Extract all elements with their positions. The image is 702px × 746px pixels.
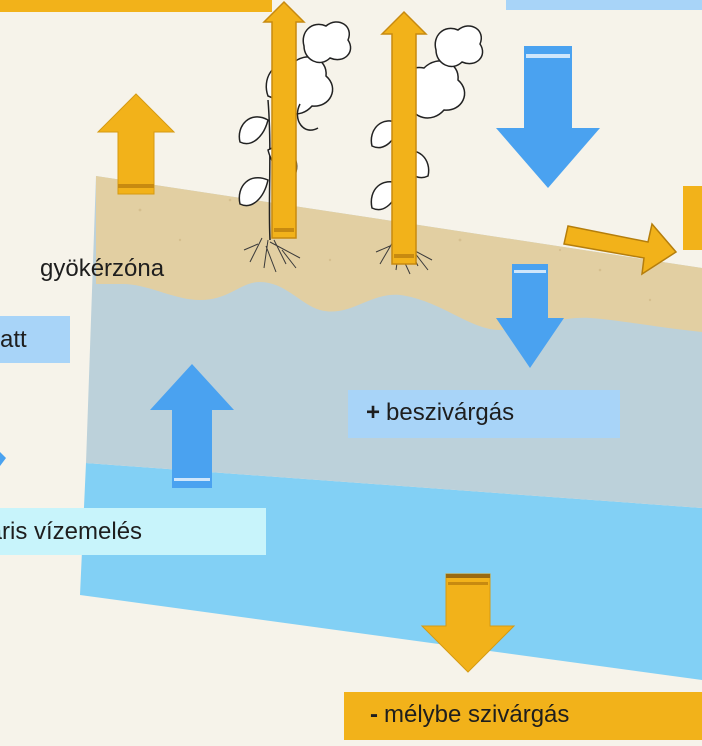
down-arrow-icon: [0, 452, 6, 466]
deep-percolation-label: -mélybe szivárgás: [344, 692, 702, 740]
rain-label-text: att: [0, 326, 27, 353]
right-orange-label-edge: [683, 186, 702, 250]
infiltration-label: +beszivárgás: [348, 390, 620, 438]
capillary-rise-label: lláris vízemelés: [0, 508, 266, 555]
root-zone-text: gyökérzóna: [40, 255, 164, 282]
rain-label: att: [0, 316, 70, 363]
deep-percolation-sign: -: [370, 701, 378, 728]
deep-percolation-text: mélybe szivárgás: [384, 701, 569, 728]
infiltration-text: beszivárgás: [386, 399, 514, 426]
capillary-rise-text: lláris vízemelés: [0, 518, 142, 545]
infiltration-sign: +: [366, 399, 380, 426]
root-zone-label: gyökérzóna: [40, 254, 164, 284]
down-arrow-icon: [496, 46, 600, 188]
